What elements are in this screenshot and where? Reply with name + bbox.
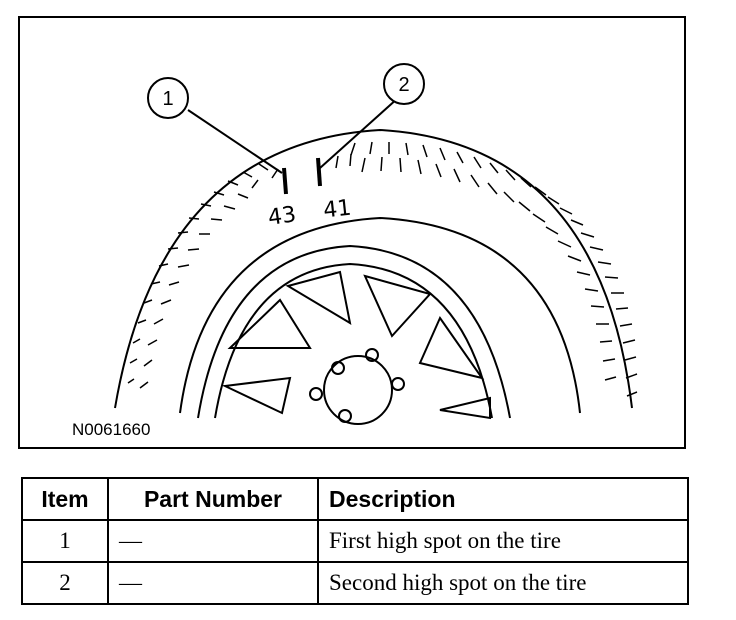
- table-row: 2 — Second high spot on the tire: [21, 561, 689, 605]
- callout-label-1: 1: [162, 88, 173, 110]
- callout-circle-1: [147, 77, 189, 119]
- tire-outer-edge: [114, 128, 633, 409]
- cell-description: Second high spot on the tire: [317, 561, 689, 605]
- wheel-rim-outer: [197, 244, 511, 419]
- table-header-row: Item Part Number Description: [21, 477, 689, 521]
- cell-item: 1: [21, 519, 109, 563]
- cell-part-number: —: [107, 519, 319, 563]
- figure-id: N0061660: [72, 420, 151, 439]
- cell-item: 2: [21, 561, 109, 605]
- figure-frame: 1 2 43 41 N0061660: [18, 16, 686, 449]
- callout-label-2: 2: [398, 74, 409, 96]
- high-spot-mark-1: 43: [266, 202, 297, 231]
- high-spot-mark-2: 41: [322, 196, 352, 224]
- header-part-number: Part Number: [107, 477, 319, 521]
- wheel-hub: [323, 355, 393, 425]
- cell-part-number: —: [107, 561, 319, 605]
- callout-circle-2: [383, 63, 425, 105]
- cell-description: First high spot on the tire: [317, 519, 689, 563]
- tire-inner-edge: [179, 216, 581, 414]
- header-description: Description: [317, 477, 689, 521]
- table-row: 1 — First high spot on the tire: [21, 519, 689, 563]
- parts-legend-table: Item Part Number Description 1 — First h…: [21, 477, 689, 605]
- tire-illustration: 1 2 43 41: [114, 63, 638, 425]
- header-item: Item: [21, 477, 109, 521]
